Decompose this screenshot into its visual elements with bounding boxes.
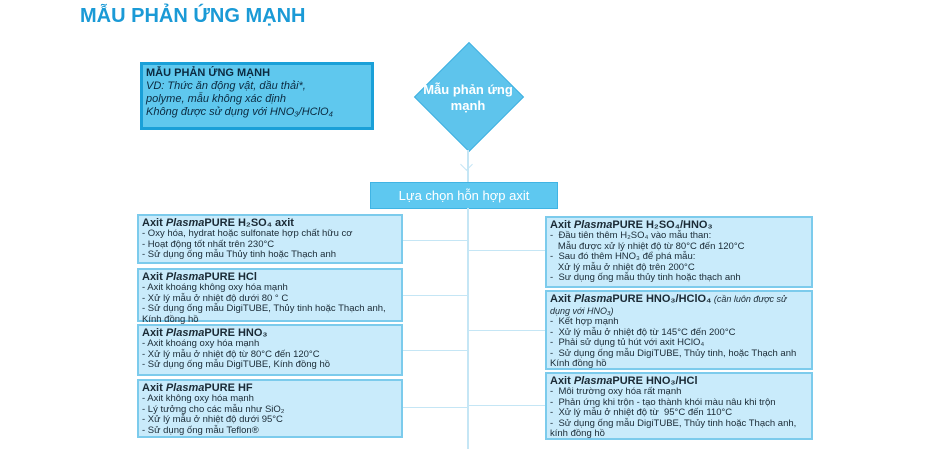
acid-name: PURE HNO₃: [204, 327, 268, 339]
acid-box: Axit PlasmaPURE HCl- Axit khoáng không o…: [137, 268, 403, 324]
acid-box-line: - Phản ứng khi trộn - tạo thành khói màu…: [550, 396, 776, 408]
acid-box-line: - Xử lý mẫu ở nhiệt độ dưới 80 ° C: [142, 292, 289, 304]
title-prefix: Axit: [142, 217, 166, 229]
acid-box-line: Xử lý mẫu ở nhiệt độ trên 200°C: [550, 261, 695, 273]
acid-box-line: - Đầu tiên thêm H₂SO₄ vào mẫu than:: [550, 230, 712, 241]
connector-line: [402, 350, 468, 351]
acid-name: PURE H₂SO₄/HNO₃: [612, 219, 713, 231]
acid-box-title: Axit PlasmaPURE HNO₃/HCl: [550, 375, 808, 387]
acid-box-line: - Sử dụng ống mẫu DigiTUBE, Thủy tinh, h…: [550, 347, 797, 359]
title-prefix: Axit: [550, 293, 574, 305]
acid-name: PURE HNO₃/HCl: [612, 375, 698, 387]
acid-box: Axit PlasmaPURE HNO₃/HCl- Môi trường oxy…: [545, 372, 813, 440]
acid-box-line: - Xử lý mẫu ở nhiệt độ từ 145°C đến 200°…: [550, 326, 736, 338]
brand: Plasma: [165, 271, 205, 283]
acid-box-line: - Axit khoáng không oxy hóa mạnh: [142, 282, 288, 293]
acid-name: PURE HCl: [204, 271, 257, 283]
acid-box-line: Mẫu được xử lý nhiệt độ từ 80°C đến 120°…: [550, 240, 745, 252]
acid-box-line: - Sư dụng ống mẫu thủy tinh hoặc thạch a…: [550, 272, 741, 283]
connector-line: [468, 330, 545, 331]
acid-box-title: Axit PlasmaPURE HNO₃/HClO₄ (cần luôn đượ…: [550, 293, 808, 317]
acid-box-line: - Sau đó thêm HNO₃ để phá mẫu:: [550, 251, 696, 262]
acid-box-title: Axit PlasmaPURE H₂SO₄/HNO₃: [550, 219, 808, 231]
brand: Plasma: [165, 327, 205, 339]
acid-box-title: Axit PlasmaPURE HNO₃: [142, 327, 398, 339]
acid-box-line: - Sử dụng ống mẫu DigiTUBE, Thủy tinh ho…: [142, 303, 386, 314]
connector-line: [467, 150, 469, 182]
decision-label: Mẫu phản ứng mạnh: [423, 82, 513, 113]
arrow-down-icon: [460, 158, 473, 171]
brand: Plasma: [573, 219, 613, 231]
acid-note: (cần luôn được sử dụng với HNO₃): [550, 294, 787, 316]
trunk-line: [467, 208, 469, 449]
acid-box: Axit PlasmaPURE HNO₃- Axit khoáng oxy hó…: [137, 324, 403, 376]
info-heading: MẪU PHẢN ỨNG MẠNH: [146, 67, 271, 79]
acid-box-line: - Kết hợp mạnh: [550, 316, 619, 327]
connector-line: [402, 240, 468, 241]
acid-box-line: - Phải sử dụng tủ hút với axit HClO₄: [550, 337, 705, 348]
acid-box-line: - Xử lý mẫu ở nhiệt độ từ 95°C đến 110°C: [550, 407, 733, 418]
brand: Plasma: [573, 293, 613, 305]
acid-box-line: - Sử dụng ống mẫu DigiTUBE, Kính đồng hồ: [142, 359, 331, 370]
brand: Plasma: [573, 375, 613, 387]
acid-box-line: - Sử dụng ống mẫu Thủy tinh hoặc Thạch a…: [142, 249, 337, 260]
connector-line: [468, 405, 545, 406]
acid-name: PURE H₂SO₄ axit: [204, 217, 294, 229]
acid-box-line: Kính đồng hồ: [550, 358, 607, 369]
connector-line: [468, 250, 545, 251]
brand: Plasma: [165, 217, 205, 229]
acid-box-line: - Axit không oxy hóa mạnh: [142, 393, 254, 404]
acid-box-line: - Axit khoáng oxy hóa mạnh: [142, 338, 260, 349]
acid-box-line: - Môi trường oxy hóa rất mạnh: [550, 386, 682, 397]
acid-box-title: Axit PlasmaPURE HF: [142, 382, 398, 394]
connector-line: [402, 295, 468, 296]
title-prefix: Axit: [550, 219, 574, 231]
acid-box-title: Axit PlasmaPURE HCl: [142, 271, 398, 283]
acid-box-line: - Sử dụng ống mẫu DigiTUBE, Thủy tinh ho…: [550, 417, 797, 429]
acid-box-line: Kính đồng hồ: [142, 313, 199, 325]
info-line: Không được sử dụng với HNO₃/HClO₄: [146, 106, 334, 118]
acid-box-line: - Oxy hóa, hydrat hoặc sulfonate hợp chấ…: [142, 228, 353, 239]
title-prefix: Axit: [142, 327, 166, 339]
acid-name: PURE HNO₃/HClO₄: [612, 293, 712, 305]
info-line: polyme, mẫu không xác định: [146, 93, 287, 105]
title-prefix: Axit: [142, 382, 166, 394]
acid-box: Axit PlasmaPURE H₂SO₄/HNO₃- Đầu tiên thê…: [545, 216, 813, 288]
acid-box-line: - Xử lý mẫu ở nhiệt độ dưới 95°C: [142, 414, 283, 425]
page-title: MẪU PHẢN ỨNG MẠNH: [80, 5, 306, 27]
acid-box: Axit PlasmaPURE HF- Axit không oxy hóa m…: [137, 379, 403, 438]
acid-box: Axit PlasmaPURE H₂SO₄ axit- Oxy hóa, hyd…: [137, 214, 403, 264]
info-line: VD: Thức ăn động vật, dầu thải*,: [146, 80, 306, 92]
connector-line: [402, 407, 468, 408]
acid-box-line: kính đồng hồ: [550, 428, 605, 439]
acid-box-line: - Hoạt động tốt nhất trên 230°C: [142, 238, 275, 250]
acid-box-line: - Lý tưởng cho các mẫu như SiO₂: [142, 403, 285, 415]
title-prefix: Axit: [550, 375, 574, 387]
acid-box-line: - Sử dụng ống mẫu Teflon®: [142, 424, 259, 436]
acid-box-line: - Xử lý mẫu ở nhiệt độ từ 80°C đến 120°C: [142, 348, 320, 360]
info-box: MẪU PHẢN ỨNG MẠNH VD: Thức ăn động vật, …: [140, 62, 374, 130]
acid-box: Axit PlasmaPURE HNO₃/HClO₄ (cần luôn đượ…: [545, 290, 813, 370]
acid-box-title: Axit PlasmaPURE H₂SO₄ axit: [142, 217, 398, 229]
acid-name: PURE HF: [204, 382, 253, 394]
brand: Plasma: [165, 382, 205, 394]
select-acid-mix-node: Lựa chọn hỗn hợp axit: [370, 182, 558, 209]
title-prefix: Axit: [142, 271, 166, 283]
